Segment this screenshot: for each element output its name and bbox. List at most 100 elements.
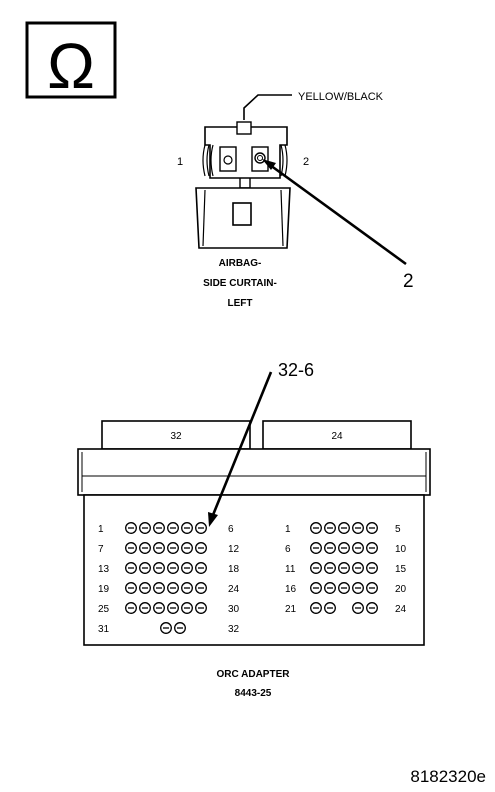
pin-row-end-label: 20 bbox=[395, 584, 407, 595]
pin-cavity bbox=[125, 602, 137, 614]
wire-color-label: YELLOW/BLACK bbox=[298, 91, 384, 103]
connector-name-line-1: AIRBAG- bbox=[219, 258, 262, 269]
pin-cavity bbox=[174, 622, 186, 634]
adapter-part-number: 8443-25 bbox=[235, 688, 272, 699]
pin-cavity bbox=[139, 582, 151, 594]
figure-id: 8182320e bbox=[410, 767, 486, 786]
wire-color-leader bbox=[243, 94, 292, 120]
pin-cavity bbox=[181, 602, 193, 614]
pin-row-start-label: 7 bbox=[98, 544, 104, 555]
pin-cavity bbox=[139, 522, 151, 534]
pin-cavity bbox=[310, 602, 322, 614]
pin-row-end-label: 12 bbox=[228, 544, 240, 555]
ohm-symbol-box: Ω bbox=[25, 21, 117, 102]
pin-cavity bbox=[310, 522, 322, 534]
pin-cavity bbox=[324, 582, 336, 594]
pin-cavity bbox=[338, 562, 350, 574]
pin-cavity bbox=[139, 602, 151, 614]
pin-row-start-label: 1 bbox=[285, 524, 291, 535]
pin-cavity bbox=[153, 562, 165, 574]
pin-cavity bbox=[167, 602, 179, 614]
pin-row: 31 32 bbox=[98, 622, 240, 635]
pin-row: 25 30 bbox=[98, 602, 240, 615]
pin-cavity bbox=[338, 522, 350, 534]
pin-cavity bbox=[352, 542, 364, 554]
pin-cavity bbox=[310, 562, 322, 574]
pin-cavity bbox=[310, 542, 322, 554]
pin-label-1: 1 bbox=[177, 156, 183, 168]
pin-cavity bbox=[352, 602, 364, 614]
pin-cavity bbox=[181, 562, 193, 574]
pin-cavity bbox=[153, 522, 165, 534]
pin-row-start-label: 31 bbox=[98, 624, 110, 635]
airbag-connector: YELLOW/BLACK 1 2 2 AIRBAG- SIDE CURTAIN-… bbox=[177, 91, 414, 309]
pin-cavity bbox=[125, 542, 137, 554]
pin-row-start-label: 21 bbox=[285, 604, 297, 615]
terminal-cavity-1 bbox=[219, 146, 237, 172]
pin-cavity bbox=[153, 582, 165, 594]
pin-cavity bbox=[338, 542, 350, 554]
pin-row-start-label: 19 bbox=[98, 584, 110, 595]
callout-pin-2: 2 bbox=[403, 271, 414, 292]
pin-row: 7 12 bbox=[98, 542, 240, 555]
pin-label-2: 2 bbox=[303, 156, 309, 168]
pin-row-end-label: 5 bbox=[395, 524, 401, 535]
pin-row-start-label: 6 bbox=[285, 544, 291, 555]
pin-cavity bbox=[125, 522, 137, 534]
adapter-tab-left-label: 32 bbox=[170, 431, 182, 442]
pin-cavity bbox=[153, 542, 165, 554]
pin-cavity bbox=[167, 562, 179, 574]
pin-cavity bbox=[139, 562, 151, 574]
adapter-callout-label: 32-6 bbox=[278, 360, 314, 380]
pin-cavity bbox=[195, 602, 207, 614]
pin-row-end-label: 15 bbox=[395, 564, 407, 575]
pin-cavity bbox=[366, 582, 378, 594]
pin-cavity bbox=[324, 522, 336, 534]
callout-arrowhead bbox=[262, 159, 276, 170]
pin-row-end-label: 24 bbox=[228, 584, 240, 595]
pin-row-end-label: 32 bbox=[228, 624, 240, 635]
connector-name-line-2: SIDE CURTAIN- bbox=[203, 278, 277, 289]
ohm-icon: Ω bbox=[47, 30, 95, 102]
wire-cavity bbox=[236, 121, 252, 135]
pin-cavity bbox=[195, 562, 207, 574]
pin-row-end-label: 6 bbox=[228, 524, 234, 535]
pin-row-end-label: 18 bbox=[228, 564, 240, 575]
pin-cavity bbox=[181, 542, 193, 554]
adapter-top-shell bbox=[77, 448, 431, 496]
pin-cavity bbox=[167, 582, 179, 594]
pin-row-end-label: 30 bbox=[228, 604, 240, 615]
pin-cavity bbox=[195, 542, 207, 554]
pin-cavity bbox=[366, 542, 378, 554]
terminal-cavity-2 bbox=[251, 146, 269, 172]
adapter-callout-line bbox=[211, 371, 273, 516]
pin-cavity bbox=[125, 562, 137, 574]
pin-row-start-label: 16 bbox=[285, 584, 297, 595]
pin-cavity bbox=[366, 522, 378, 534]
pin-cavity bbox=[366, 562, 378, 574]
pin-cavity bbox=[153, 602, 165, 614]
pin-cavity bbox=[125, 582, 137, 594]
pin-row-start-label: 1 bbox=[98, 524, 104, 535]
pin-cavity bbox=[160, 622, 172, 634]
pin-cavity bbox=[352, 522, 364, 534]
pin-cavity bbox=[167, 542, 179, 554]
pin-cavity bbox=[366, 602, 378, 614]
adapter-callout-arrowhead bbox=[208, 512, 218, 527]
adapter-name: ORC ADAPTER bbox=[217, 669, 291, 680]
pin-row-start-label: 25 bbox=[98, 604, 110, 615]
pin-cavity bbox=[139, 542, 151, 554]
pin-cavity bbox=[352, 562, 364, 574]
pin-cavity bbox=[181, 522, 193, 534]
